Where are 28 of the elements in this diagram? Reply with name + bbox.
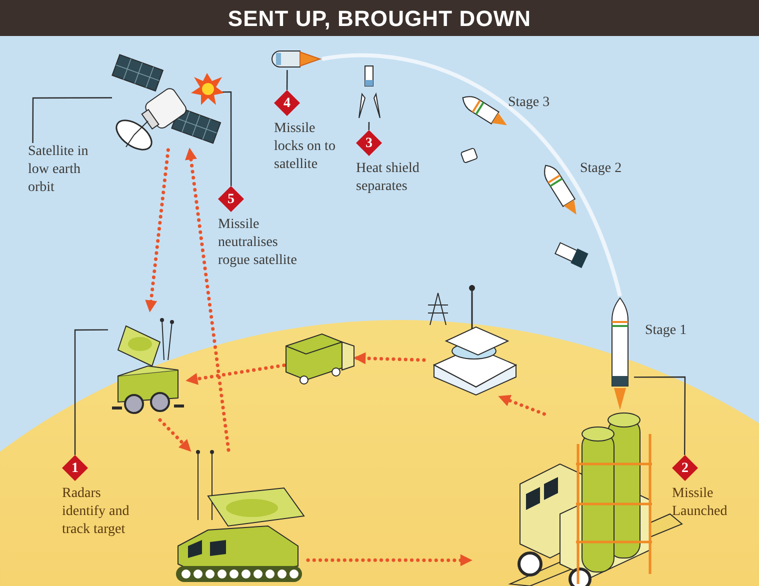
leader-line	[220, 91, 232, 186]
callout-text: Missile Launched	[672, 485, 728, 521]
signal-arrow	[498, 394, 546, 416]
leader-line	[32, 97, 112, 143]
leader-line	[74, 329, 108, 455]
callout-text: Missile neutralises rogue satellite	[218, 216, 298, 270]
interceptor-missile-drawing	[270, 48, 322, 70]
signal-arrow	[158, 418, 192, 452]
callout-text: Radars identify and track target	[62, 485, 130, 539]
signal-arrow	[145, 148, 170, 312]
leader-line	[368, 122, 370, 130]
trajectory-line	[322, 54, 622, 297]
callout-text: Missile locks on to satellite	[274, 120, 336, 174]
signal-arrow	[186, 364, 286, 385]
stage-label: Stage 3	[508, 94, 550, 112]
title: SENT UP, BROUGHT DOWN	[228, 4, 532, 32]
leader-line	[634, 376, 686, 455]
stage-label: Stage 1	[645, 322, 687, 340]
callout-text: Satellite in low earth orbit	[28, 143, 108, 203]
signal-arrow	[354, 352, 426, 364]
callout-number: 5	[218, 186, 244, 212]
callout-text: Heat shield separates	[356, 160, 420, 196]
leader-line	[286, 70, 288, 90]
signal-arrow	[306, 554, 472, 566]
stage-label: Stage 2	[580, 160, 622, 178]
callout-number: 4	[274, 90, 300, 116]
signal-arrow	[185, 148, 230, 452]
callout-number: 3	[356, 130, 382, 156]
